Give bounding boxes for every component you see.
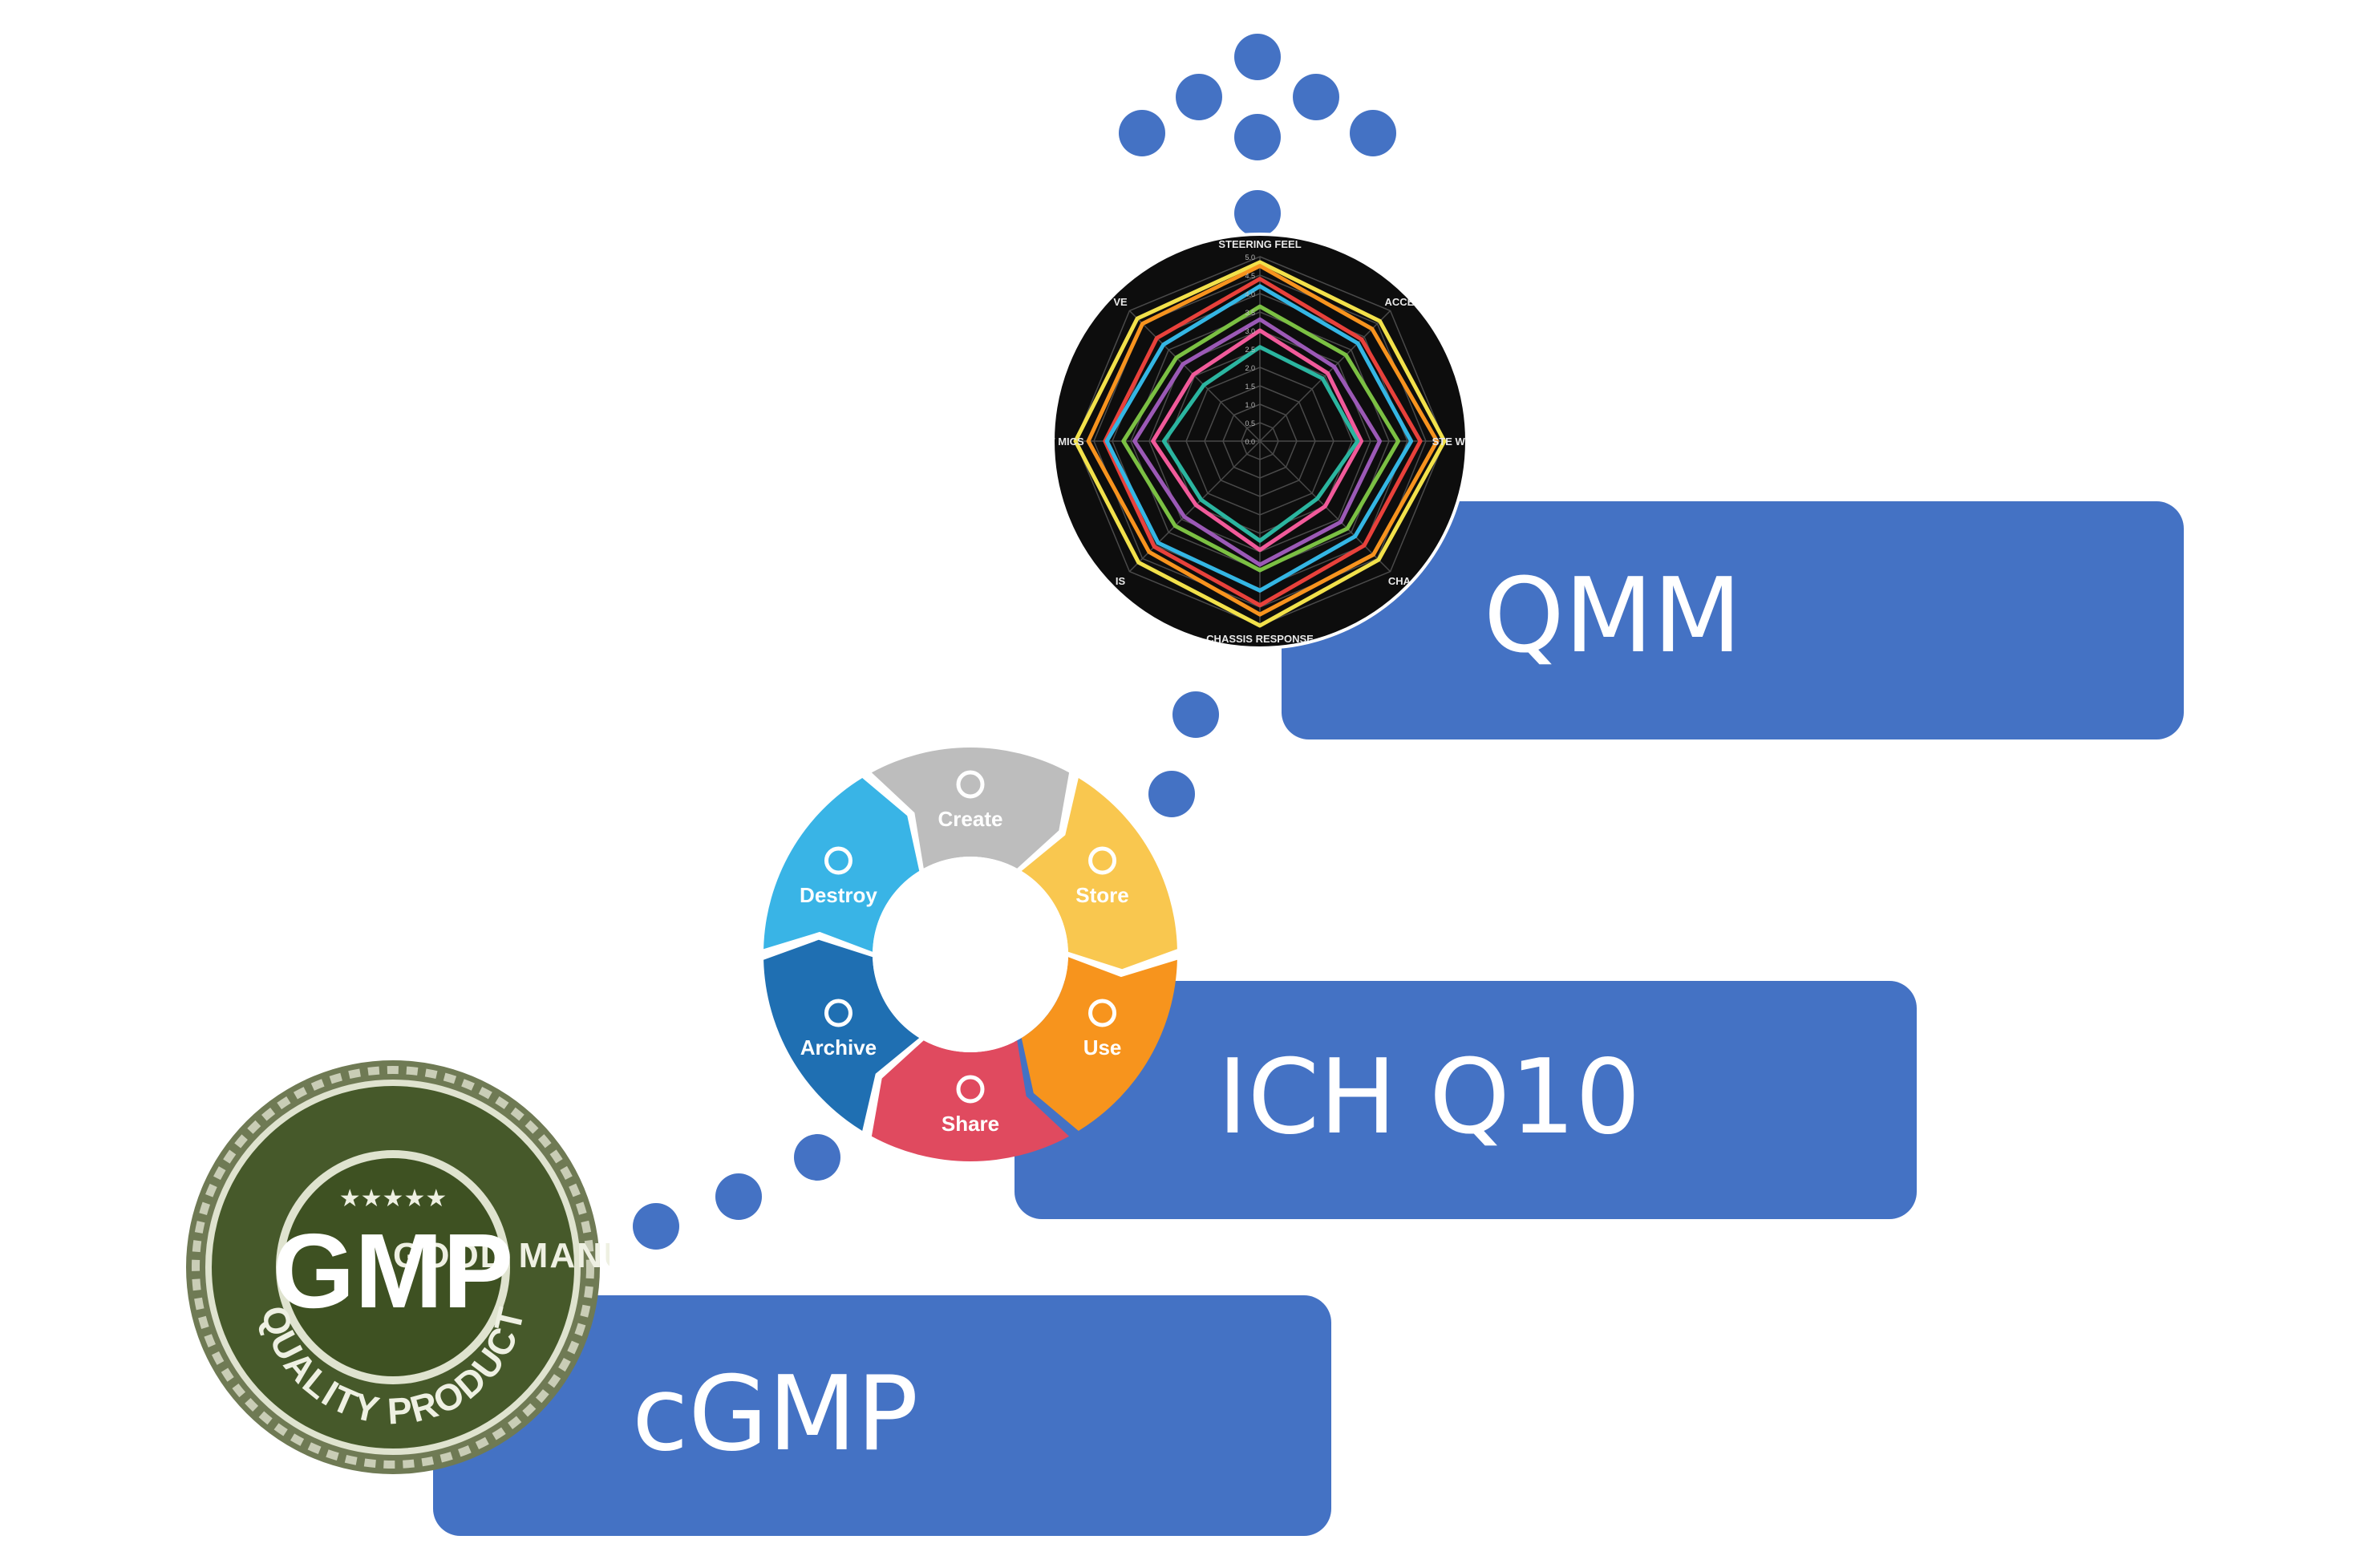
gmp-seal: GOOD MANUFACTURING PRACTICE QUALITY PROD… (186, 1060, 610, 1474)
lifecycle-center (873, 857, 1068, 1052)
radar-scale-label: 4.0 (1245, 290, 1255, 298)
step-label-qmm: QMM (1484, 557, 1742, 676)
radar-series (1073, 260, 1447, 628)
connector-dot (1234, 190, 1281, 237)
radar-scale-labels: 5.0 4.5 4.0 3.5 3.0 2.5 2.0 1.5 1.0 0.5 0.0 (1245, 253, 1255, 446)
radar-series-line (1161, 345, 1360, 543)
radar-axis-label: IS (1116, 575, 1126, 587)
arrow-dot (1176, 74, 1222, 120)
lifecycle-segment-create (871, 748, 1070, 869)
seal-top-text: GOOD MANUFACTURING PRACTICE (393, 1236, 610, 1275)
lifecycle-icon-share (956, 1075, 985, 1104)
step-label-ich-q10: ICH Q10 (1217, 1038, 1641, 1157)
radar-axis-label: CHASSIS RESPONSE (1206, 633, 1314, 645)
lifecycle-segment-destroy (763, 778, 920, 952)
lifecycle-icon-destroy (824, 846, 853, 875)
lifecycle-label-archive: Archive (800, 1035, 877, 1060)
radar-scale-label: 5.0 (1245, 253, 1255, 261)
lifecycle-label-share: Share (942, 1112, 999, 1136)
arrow-dot (1234, 114, 1281, 160)
radar-series-line (1151, 328, 1363, 553)
radar-axis-label: HT MICS (1051, 436, 1084, 448)
radar-scale-label: 3.5 (1245, 309, 1255, 317)
lifecycle-label-store: Store (1075, 883, 1128, 907)
lifecycle-icon-store (1088, 846, 1117, 875)
lifecycle-segment-archive (763, 939, 920, 1131)
connector-dot (633, 1203, 679, 1250)
lifecycle-label-destroy: Destroy (800, 883, 877, 907)
radar-series-line (1103, 277, 1423, 608)
lifecycle-icon-archive (824, 999, 853, 1027)
radar-axis-line (1259, 310, 1391, 442)
radar-series-line (1086, 264, 1440, 617)
radar-series-line (1132, 317, 1382, 567)
lifecycle-label-use: Use (1083, 1035, 1122, 1060)
seal-outer-ring (186, 1060, 600, 1474)
radar-axis-labels: STEERING FEEL ACCE STE W HE CHA CHASSIS RESP… (1051, 238, 1468, 645)
radar-series-line (1121, 304, 1400, 573)
radar-scale-label: 3.0 (1245, 327, 1255, 335)
lifecycle-segment-use (1021, 957, 1177, 1131)
step-label-cgmp: cGMP (632, 1355, 919, 1474)
radar-scale-label: 1.0 (1245, 401, 1255, 409)
radar-scale-label: 2.5 (1245, 346, 1255, 354)
radar-scale-label: 0.5 (1245, 419, 1255, 427)
radar-scale-label: 0.0 (1245, 438, 1255, 446)
radar-scale-label: 2.0 (1245, 364, 1255, 372)
lifecycle-icon-use (1088, 999, 1117, 1027)
radar-axis-label: STEERING FEEL (1218, 238, 1301, 250)
radar-axis-label: CHA (1388, 575, 1411, 587)
radar-axis-label: ACCE (1385, 296, 1415, 308)
seal-stars: ★★★★★ (339, 1185, 447, 1212)
seal-center-text: GMP (273, 1212, 514, 1330)
connector-dot (1172, 691, 1219, 738)
arrow-dot (1234, 34, 1281, 80)
radar-axis-label: VE (1113, 296, 1128, 308)
connector-dot (1148, 771, 1195, 817)
arrow-dot (1293, 74, 1339, 120)
radar-chart-emblem: STEERING FEEL ACCE STE W HE CHA CHASSIS RESP… (1051, 233, 1468, 650)
connector-dot (794, 1134, 840, 1181)
radar-series-line (1104, 284, 1414, 593)
arrow-dot (1119, 110, 1165, 156)
radar-series-line (1073, 260, 1447, 628)
lifecycle-label-create: Create (938, 807, 1003, 831)
arrow-dot (1350, 110, 1396, 156)
radar-scale-label: 4.5 (1245, 272, 1255, 280)
radar-axis-label: STE W HE (1432, 436, 1468, 448)
lifecycle-icon-create (956, 770, 985, 799)
connector-dot (715, 1173, 762, 1220)
radar-scale-label: 1.5 (1245, 383, 1255, 391)
